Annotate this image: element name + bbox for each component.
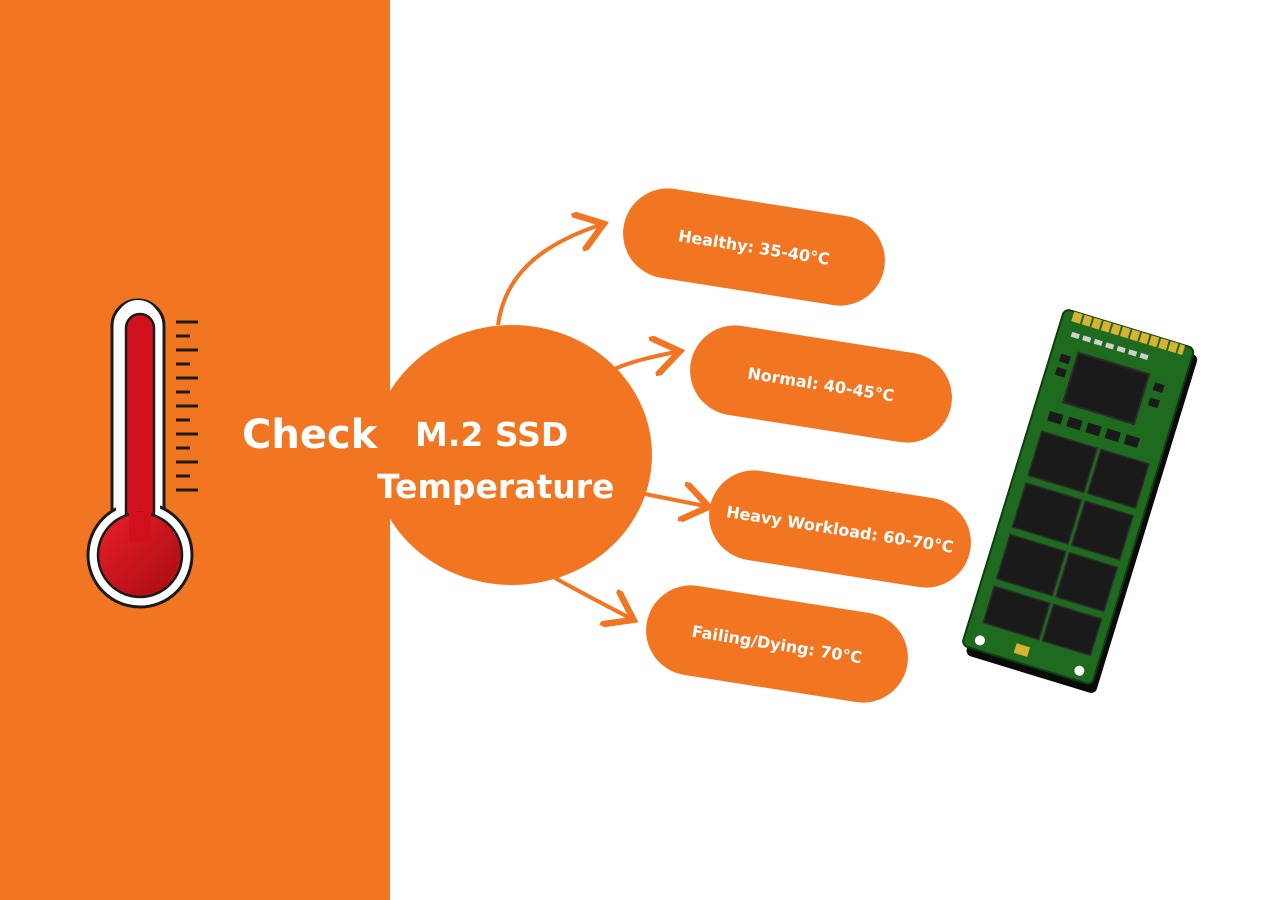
pill-healthy: Healthy: 35-40°C [623, 188, 885, 306]
title-check: Check [242, 412, 379, 458]
center-node [372, 325, 652, 585]
title-m2-ssd: M.2 SSD [415, 415, 568, 454]
title-temperature: Temperature [377, 467, 614, 506]
thermometer-icon [86, 298, 198, 609]
arrow-normal [611, 352, 676, 370]
arrow-healthy [496, 225, 600, 326]
arrow-heavy [644, 494, 705, 506]
arrow-failing [554, 576, 630, 618]
pill-heavy-workload: Heavy Workload: 60-70°C [709, 470, 971, 588]
pill-normal: Normal: 40-45°C [690, 325, 952, 443]
left-panel [0, 0, 390, 900]
m2-ssd-image [962, 309, 1198, 693]
pill-failing: Failing/Dying: 70°C [646, 585, 908, 703]
